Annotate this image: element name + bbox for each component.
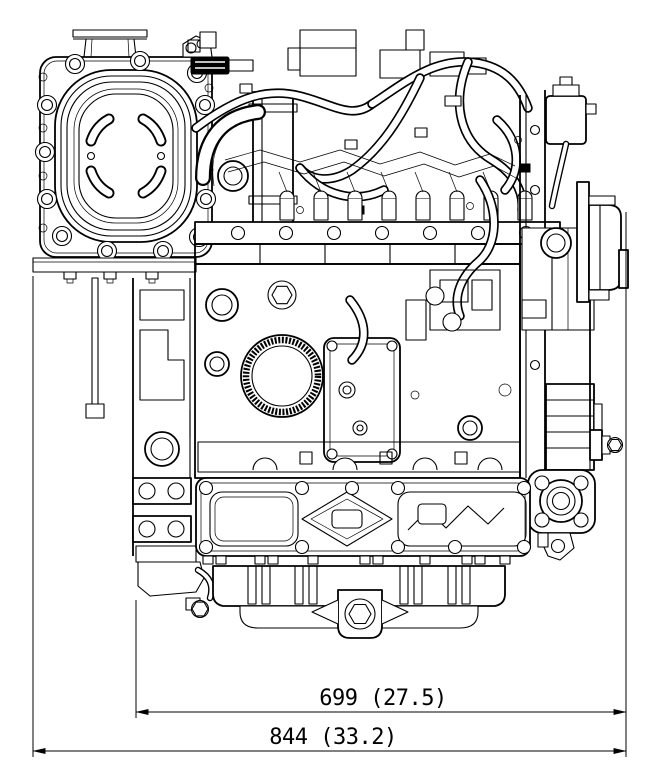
sensor-connector (190, 56, 230, 75)
engine-mount-bracket (132, 278, 215, 619)
crankshaft-pulley (576, 181, 629, 303)
intake-block (299, 29, 357, 77)
pulley-tab (618, 249, 629, 289)
dipstick-tube (85, 277, 105, 419)
fuel-filter (545, 76, 597, 210)
fuel-lines (224, 149, 517, 179)
engine-block (189, 175, 521, 479)
flywheel-slots (85, 113, 167, 199)
oil-cooler (323, 337, 401, 463)
oil-filter (240, 334, 324, 418)
left-drain-plug (190, 599, 210, 619)
dimension-overall-label: 844 (33.2) (269, 725, 396, 750)
dimension-inner-label: 699 (27.5) (319, 686, 446, 711)
dimension-lines: 699 (27.5) 844 (33.2) (32, 212, 627, 757)
exhaust-elbow (195, 104, 266, 187)
hex-plug (267, 280, 297, 310)
head-flange (194, 243, 521, 265)
injector-row (278, 171, 533, 221)
pan-bolt-tabs (202, 555, 511, 565)
housing-bottom-bracket (32, 257, 197, 284)
drain-plug (311, 589, 409, 639)
ladder-frame (195, 477, 532, 565)
turbocharger-flange (217, 160, 249, 192)
crank-nose (589, 300, 624, 470)
flywheel-housing (32, 29, 217, 284)
sea-water-pump (527, 469, 596, 561)
oil-pan (212, 565, 506, 639)
mount-foot (137, 561, 205, 597)
cylinder-head-area (182, 29, 561, 265)
